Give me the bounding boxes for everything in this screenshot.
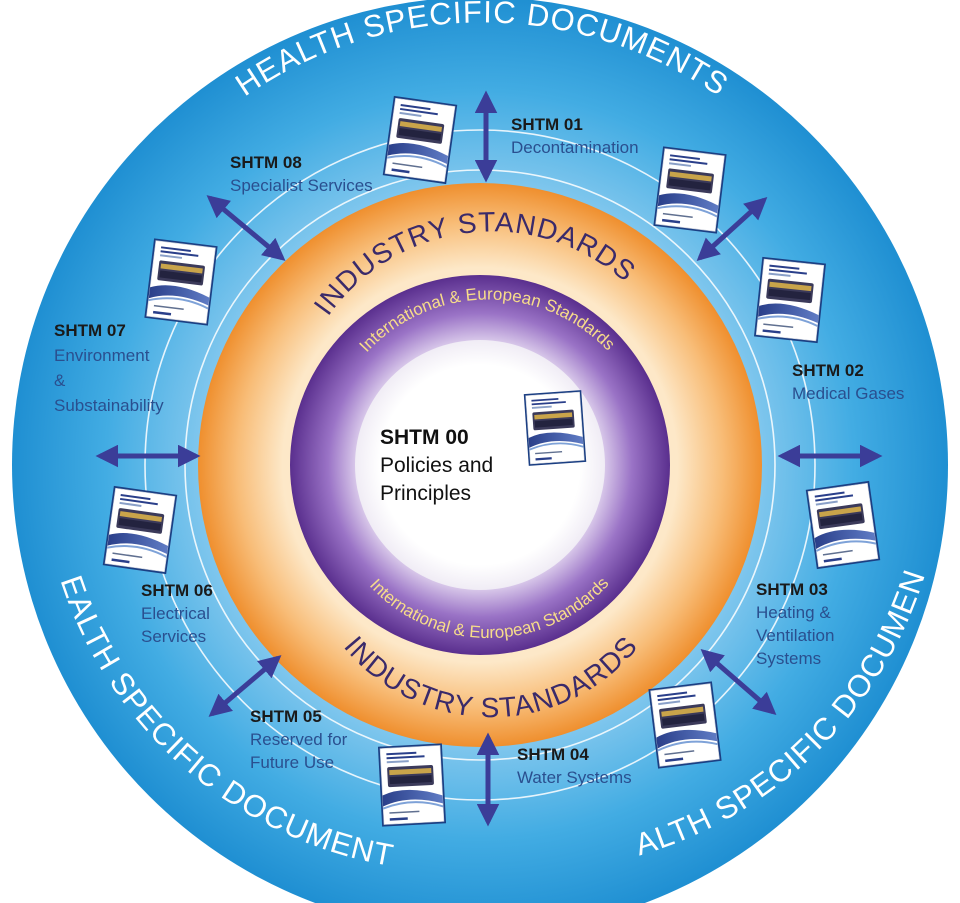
center-name-line-2: Principles — [380, 482, 471, 505]
shtm-05-name-line-1: Reserved for — [250, 730, 348, 749]
shtm-07-name-line-2: & — [54, 371, 66, 390]
shtm-01-code: SHTM 01 — [511, 115, 583, 134]
shtm-03-name-line-2: Ventilation — [756, 626, 834, 645]
shtm-07-name-line-3: Substainability — [54, 396, 164, 415]
arrow-ne — [696, 196, 768, 262]
shtm-04-name: Water Systems — [517, 768, 632, 787]
shtm-03-name-line-3: Systems — [756, 649, 821, 668]
shtm-08-name: Specialist Services — [230, 176, 373, 195]
arrow-sw — [208, 655, 282, 717]
center-name-line-1: Policies and — [380, 454, 493, 477]
shtm-03-name-line-1: Heating & — [756, 603, 831, 622]
shtm-05-name-line-2: Future Use — [250, 753, 334, 772]
document-thumbnail-shtm-04 — [376, 742, 448, 828]
document-thumbnail-shtm-07 — [143, 237, 219, 327]
shtm-04-code: SHTM 04 — [517, 745, 589, 764]
shtm-06-name-line-1: Electrical — [141, 604, 210, 623]
document-thumbnail-se — [647, 680, 723, 770]
connector-arrows — [95, 90, 883, 827]
shtm-02-name: Medical Gases — [792, 384, 904, 403]
shtm-03-code: SHTM 03 — [756, 580, 828, 599]
arrow-se — [700, 649, 777, 715]
document-thumbnail-shtm-06 — [101, 484, 179, 576]
shtm-02-code: SHTM 02 — [792, 361, 864, 380]
document-thumbnail-shtm-01 — [381, 94, 459, 186]
arrow-nw — [206, 195, 286, 261]
shtm-07-name-line-1: Environment — [54, 346, 150, 365]
document-thumbnail-center — [522, 389, 588, 467]
document-thumbnail-shtm-03 — [804, 479, 882, 571]
shtm-05-code: SHTM 05 — [250, 707, 322, 726]
shtm-08-code: SHTM 08 — [230, 153, 302, 172]
shtm-06-code: SHTM 06 — [141, 581, 213, 600]
shtm-01-name: Decontamination — [511, 138, 639, 157]
document-thumbnail-shtm-02 — [752, 255, 828, 345]
center-code: SHTM 00 — [380, 426, 469, 449]
shtm-07-code: SHTM 07 — [54, 321, 126, 340]
shtm-06-name-line-2: Services — [141, 627, 206, 646]
document-thumbnail-ne — [652, 145, 728, 235]
